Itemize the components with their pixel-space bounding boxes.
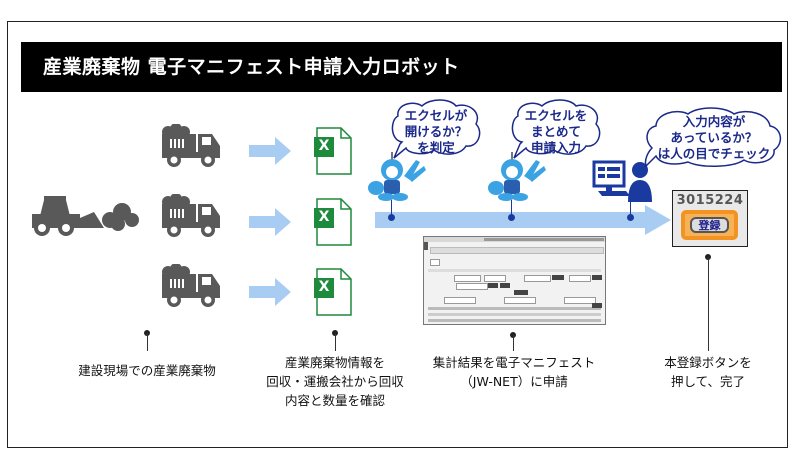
step-label-3: 集計結果を電子マニフェスト （JW-NET）に申請 — [432, 355, 596, 389]
diagram-frame — [7, 21, 788, 448]
step-pin-line — [147, 333, 148, 351]
pin-line — [630, 200, 631, 217]
excel-glyph: X — [318, 279, 330, 295]
excel-glyph: X — [318, 138, 330, 154]
excel-file-icon: X — [314, 198, 354, 246]
register-highlight: 登録 — [681, 210, 738, 240]
wheel-loader-icon — [32, 196, 139, 236]
step-label-1: 建設現場での産業廃棄物 — [78, 363, 216, 378]
arrow-right-icon — [249, 208, 291, 236]
step-pin-line — [513, 335, 514, 351]
speech-bubble-2: エクセルを まとめて 申請入力 — [508, 98, 604, 160]
dump-truck-icon — [162, 194, 220, 237]
robot-mascot-icon — [488, 152, 546, 201]
person-at-computer-icon — [592, 160, 652, 202]
bubble-text: エクセルが 開けるか？ を判定 — [404, 108, 468, 155]
title-banner: 産業廃棄物 電子マニフェスト申請入力ロボット — [21, 42, 782, 92]
robot-mascot-icon — [368, 152, 426, 201]
step-pin-line — [708, 257, 709, 351]
pin-line — [391, 200, 392, 217]
bubble-text: 入力内容が あっているか？ は人の目でチェック — [657, 114, 771, 161]
step-pin-line — [335, 333, 336, 351]
arrow-right-icon — [249, 137, 291, 165]
pin-dot — [627, 214, 634, 221]
step-label-4: 本登録ボタンを 押して、完了 — [664, 355, 752, 389]
manifest-number: 3015224 — [676, 193, 744, 208]
register-button[interactable]: 登録 — [690, 217, 729, 233]
dump-truck-icon — [162, 124, 220, 167]
arrow-right-icon — [249, 278, 291, 306]
register-panel: 3015224 登録 — [672, 190, 748, 247]
dump-truck-icon — [162, 264, 220, 307]
speech-bubble-1: エクセルが 開けるか？ を判定 — [388, 98, 484, 160]
process-arrow — [375, 205, 671, 235]
excel-file-icon: X — [314, 268, 354, 316]
page-title: 産業廃棄物 電子マニフェスト申請入力ロボット — [43, 56, 460, 78]
step-label-2: 産業廃棄物情報を 回収・運搬会社から回収 内容と数量を確認 — [266, 355, 404, 408]
pin-dot — [388, 214, 395, 221]
speech-bubble-3: 入力内容が あっているか？ は人の目でチェック — [644, 106, 784, 168]
bubble-text: エクセルを まとめて 申請入力 — [524, 108, 588, 155]
excel-file-icon: X — [314, 127, 354, 175]
pin-line — [511, 200, 512, 217]
pin-dot — [508, 214, 515, 221]
excel-glyph: X — [318, 209, 330, 225]
jwnet-screenshot — [423, 236, 606, 325]
